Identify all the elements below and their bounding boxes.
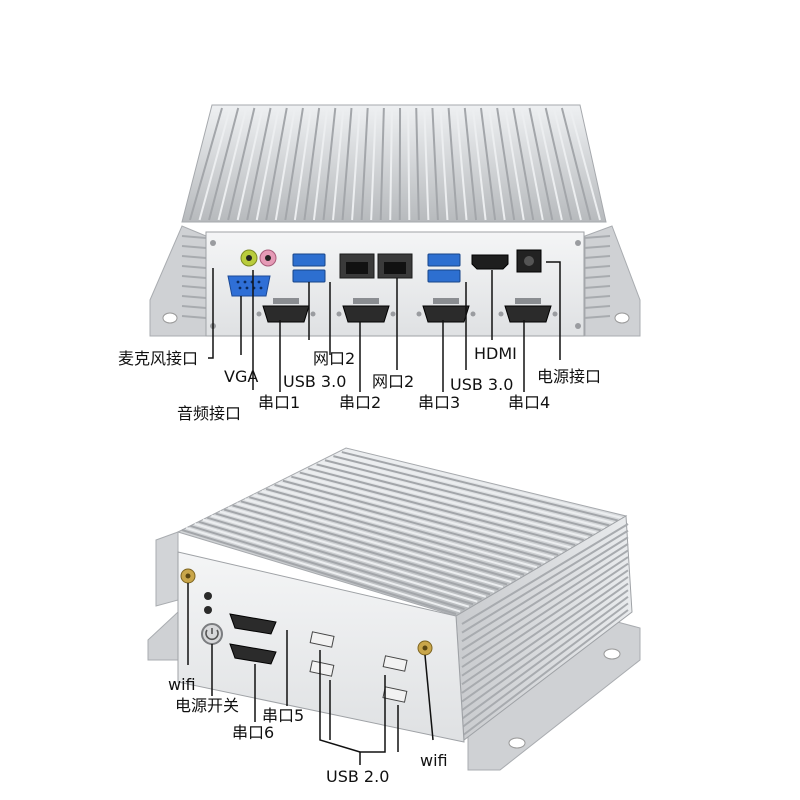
top-unit bbox=[149, 104, 641, 337]
usb2-port-4 bbox=[382, 686, 408, 703]
right-mount-flange bbox=[584, 225, 641, 337]
label-com2: 串口2 bbox=[339, 393, 382, 412]
usb3-port-left-top bbox=[292, 253, 326, 267]
label-wifi-right: wifi bbox=[420, 751, 448, 770]
label-usb3-right: USB 3.0 bbox=[450, 375, 514, 394]
label-power-port: 电源接口 bbox=[537, 367, 602, 386]
heatsink-fins-bottom bbox=[181, 449, 623, 615]
label-usb3-left: USB 3.0 bbox=[283, 372, 347, 391]
usb3-port-left-bottom bbox=[292, 269, 326, 283]
leader-lines bbox=[187, 261, 561, 765]
label-audio-port: 音频接口 bbox=[177, 404, 242, 423]
label-wifi-left: wifi bbox=[168, 675, 196, 694]
serial-port-4 bbox=[504, 305, 552, 323]
hdmi-port bbox=[471, 254, 509, 270]
label-com4: 串口4 bbox=[508, 393, 551, 412]
label-com1: 串口1 bbox=[258, 393, 301, 412]
usb2-port-1 bbox=[309, 631, 335, 648]
heatsink bbox=[181, 104, 607, 223]
label-vga: VGA bbox=[224, 367, 259, 386]
vga-port bbox=[227, 275, 271, 297]
serial-port-6 bbox=[229, 643, 277, 665]
side-fins-left bbox=[181, 235, 207, 319]
serial-ports-top bbox=[256, 298, 558, 323]
usb3-port-right-top bbox=[427, 253, 461, 267]
serial-port-1 bbox=[262, 305, 310, 323]
label-hdmi: HDMI bbox=[474, 344, 517, 363]
label-power-switch: 电源开关 bbox=[175, 696, 240, 715]
heatsink-fins bbox=[189, 107, 601, 221]
side-fins-right bbox=[583, 235, 611, 319]
left-mount-flange bbox=[149, 225, 207, 337]
serial-port-5 bbox=[229, 613, 277, 635]
led-indicator-2 bbox=[204, 606, 212, 614]
serial-port-2 bbox=[342, 305, 390, 323]
label-com6: 串口6 bbox=[232, 723, 275, 742]
label-com3: 串口3 bbox=[418, 393, 461, 412]
label-lan2-a: 网口2 bbox=[313, 349, 356, 368]
label-lan2-b: 网口2 bbox=[372, 372, 415, 391]
led-indicator-1 bbox=[204, 592, 212, 600]
usb2-port-3 bbox=[382, 655, 408, 672]
bottom-unit bbox=[147, 447, 641, 771]
label-mic-port: 麦克风接口 bbox=[118, 349, 199, 368]
serial-port-3 bbox=[422, 305, 470, 323]
label-usb2: USB 2.0 bbox=[326, 767, 390, 786]
side-fins-bottom bbox=[461, 523, 629, 737]
label-com5: 串口5 bbox=[262, 706, 305, 725]
usb3-port-right-bottom bbox=[427, 269, 461, 283]
usb2-port-2 bbox=[309, 660, 335, 677]
